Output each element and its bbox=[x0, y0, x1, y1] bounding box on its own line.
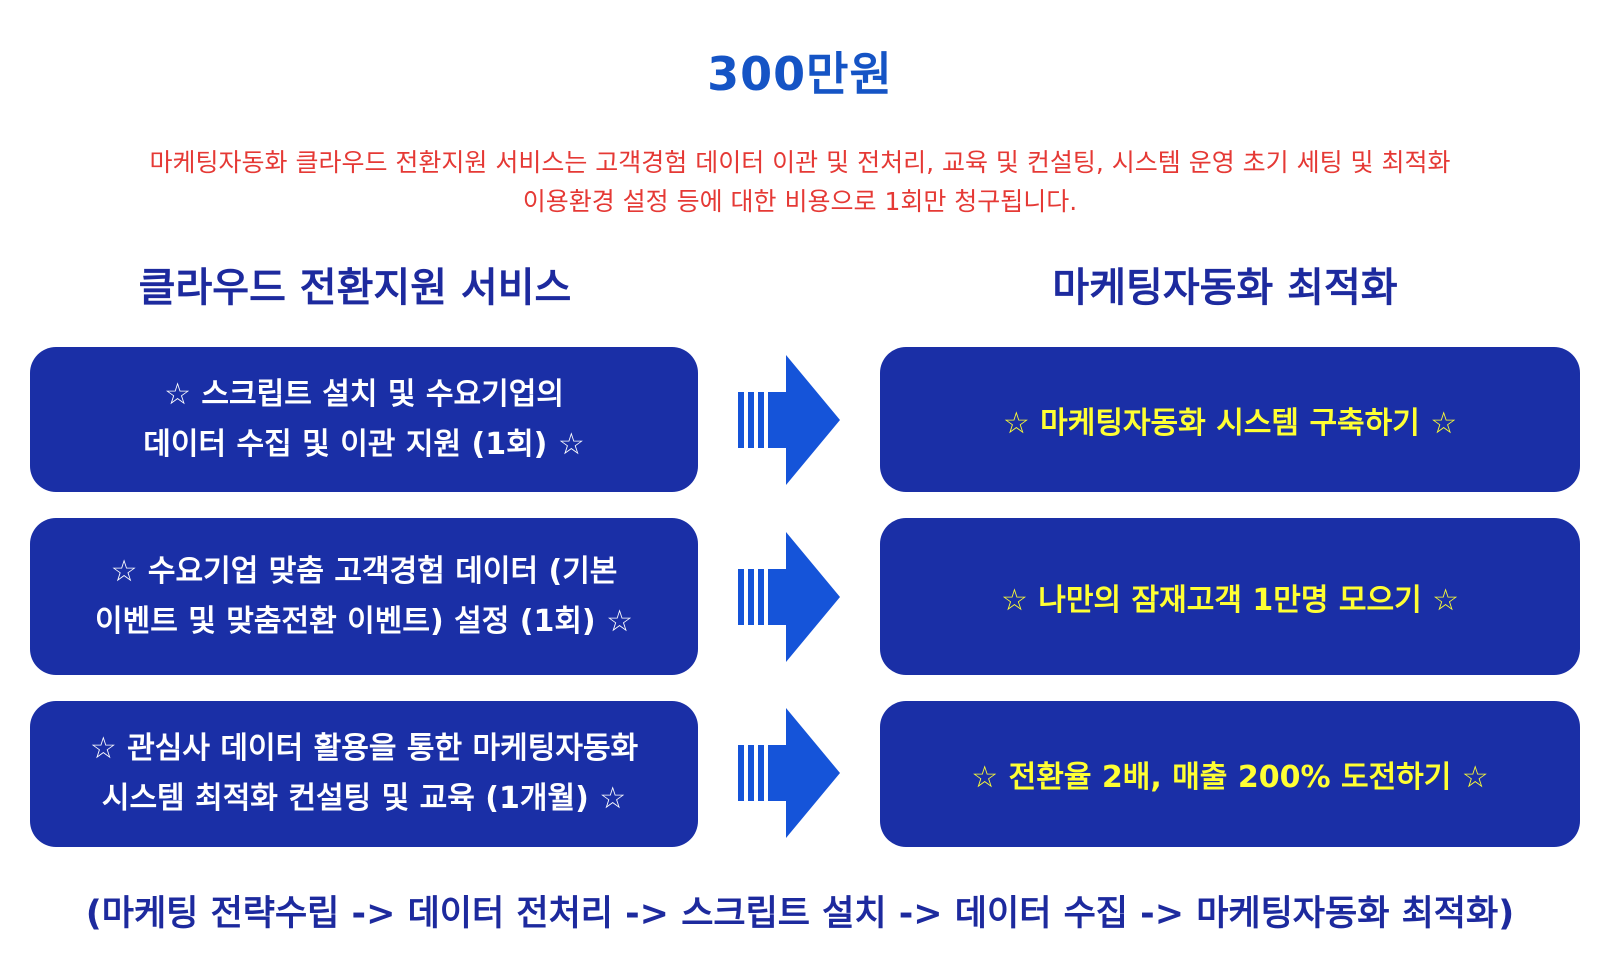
right-arrow-icon bbox=[738, 355, 840, 485]
service-box-2: ☆ 수요기업 맞춤 고객경험 데이터 (기본 이벤트 및 맞춤전환 이벤트) 설… bbox=[30, 518, 698, 675]
left-column-title: 클라우드 전환지원 서비스 bbox=[138, 265, 572, 311]
service-box-1-text: ☆ 스크립트 설치 및 수요기업의 데이터 수집 및 이관 지원 (1회) ☆ bbox=[143, 376, 585, 462]
service-box-3-text: ☆ 관심사 데이터 활용을 통한 마케팅자동화 시스템 최적화 컨설팅 및 교육… bbox=[89, 731, 639, 816]
service-description: 마케팅자동화 클라우드 전환지원 서비스는 고객경험 데이터 이관 및 전처리,… bbox=[0, 143, 1600, 221]
description-line-1: 마케팅자동화 클라우드 전환지원 서비스는 고객경험 데이터 이관 및 전처리,… bbox=[149, 148, 1451, 177]
description-line-2: 이용환경 설정 등에 대한 비용으로 1회만 청구됩니다. bbox=[522, 187, 1078, 216]
goal-box-2: ☆ 나만의 잠재고객 1만명 모으기 ☆ bbox=[880, 518, 1580, 675]
goal-box-2-text: ☆ 나만의 잠재고객 1만명 모으기 ☆ bbox=[1000, 582, 1460, 618]
right-arrow-icon bbox=[738, 532, 840, 662]
goal-box-1-text: ☆ 마케팅자동화 시스템 구축하기 ☆ bbox=[1002, 405, 1458, 441]
service-box-3: ☆ 관심사 데이터 활용을 통한 마케팅자동화 시스템 최적화 컨설팅 및 교육… bbox=[30, 701, 698, 847]
goal-box-1: ☆ 마케팅자동화 시스템 구축하기 ☆ bbox=[880, 347, 1580, 492]
goal-box-3: ☆ 전환율 2배, 매출 200% 도전하기 ☆ bbox=[880, 701, 1580, 847]
right-column-title: 마케팅자동화 최적화 bbox=[1052, 265, 1398, 311]
service-box-2-text: ☆ 수요기업 맞춤 고객경험 데이터 (기본 이벤트 및 맞춤전환 이벤트) 설… bbox=[95, 553, 633, 639]
process-flow-footer: (마케팅 전략수립 -> 데이터 전처리 -> 스크립트 설치 -> 데이터 수… bbox=[85, 894, 1515, 934]
goal-box-3-text: ☆ 전환율 2배, 매출 200% 도전하기 ☆ bbox=[971, 760, 1489, 795]
right-arrow-icon bbox=[738, 708, 840, 838]
service-box-1: ☆ 스크립트 설치 및 수요기업의 데이터 수집 및 이관 지원 (1회) ☆ bbox=[30, 347, 698, 492]
price-title: 300만원 bbox=[707, 47, 893, 101]
